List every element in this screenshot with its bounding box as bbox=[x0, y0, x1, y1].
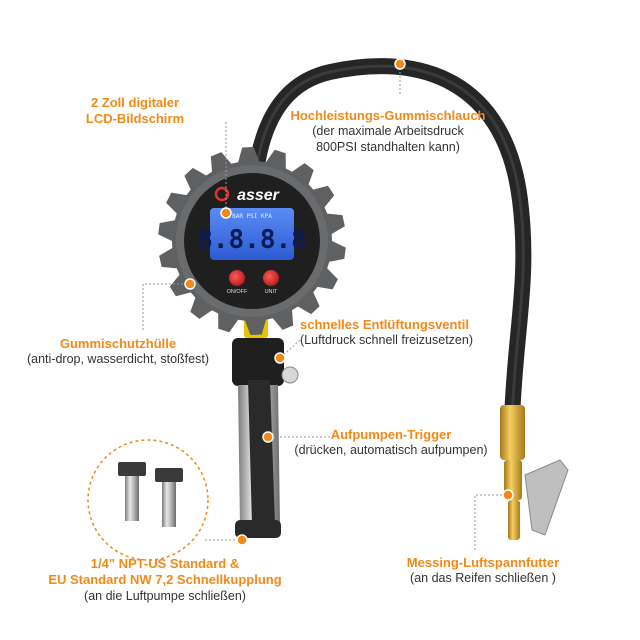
coupling-inset bbox=[87, 439, 209, 561]
callout-hose: Hochleistungs-Gummischlauch (der maximal… bbox=[283, 108, 493, 156]
onoff-label: ON/OFF bbox=[227, 289, 248, 295]
callout-coupling-title-2: EU Standard NW 7,2 Schnellkupplung bbox=[48, 572, 282, 588]
callout-coupling: 1/4" NPT-US Standard & EU Standard NW 7,… bbox=[40, 556, 290, 604]
callout-chuck-title: Messing-Luftspannfutter bbox=[406, 555, 560, 570]
callout-chuck: Messing-Luftspannfutter (an das Reifen s… bbox=[383, 555, 583, 587]
callout-vent: schnelles Entlüftungsventil (Luftdruck s… bbox=[300, 317, 520, 349]
callout-vent-title: schnelles Entlüftungsventil bbox=[300, 317, 470, 332]
onoff-button: ON/OFF bbox=[227, 270, 248, 295]
brand-logo: asser bbox=[237, 187, 280, 204]
callout-hose-desc-1: (der maximale Arbeitsdruck bbox=[312, 124, 464, 139]
callout-trigger-title: Aufpumpen-Trigger bbox=[330, 427, 452, 442]
callout-vent-desc: (Luftdruck schnell freizusetzen) bbox=[300, 333, 473, 348]
callout-trigger-desc: (drücken, automatisch aufpumpen) bbox=[294, 443, 488, 458]
brass-air-chuck bbox=[500, 405, 569, 540]
callout-hose-title: Hochleistungs-Gummischlauch bbox=[290, 108, 486, 123]
callout-hose-desc-2: 800PSI standhalten kann) bbox=[316, 139, 460, 154]
callout-cover: Gummischutzhülle (anti-drop, wasserdicht… bbox=[0, 336, 236, 368]
unit-button: UNIT bbox=[263, 270, 279, 295]
lcd-units: BAR PSI KPA bbox=[232, 213, 272, 220]
callout-lcd: 2 Zoll digitaler LCD-Bildschirm bbox=[60, 95, 210, 128]
callout-chuck-desc: (an das Reifen schließen ) bbox=[410, 571, 556, 586]
lcd-reading: 8.8.8.8 bbox=[197, 225, 307, 255]
callout-cover-title: Gummischutzhülle bbox=[59, 336, 177, 351]
callout-cover-desc: (anti-drop, wasserdicht, stoßfest) bbox=[26, 352, 209, 367]
callout-lcd-title-2: LCD-Bildschirm bbox=[85, 111, 185, 127]
callout-coupling-title-1: 1/4" NPT-US Standard & bbox=[90, 556, 240, 571]
callout-markers bbox=[184, 58, 514, 546]
callout-trigger: Aufpumpen-Trigger (drücken, automatisch … bbox=[282, 427, 500, 459]
callout-lcd-title-1: 2 Zoll digitaler bbox=[90, 95, 180, 110]
lcd-screen: BAR PSI KPA 8.8.8.8 bbox=[197, 208, 307, 260]
unit-label: UNIT bbox=[265, 289, 278, 295]
callout-coupling-desc: (an die Luftpumpe schließen) bbox=[84, 588, 246, 603]
gauge-handle bbox=[232, 316, 299, 538]
